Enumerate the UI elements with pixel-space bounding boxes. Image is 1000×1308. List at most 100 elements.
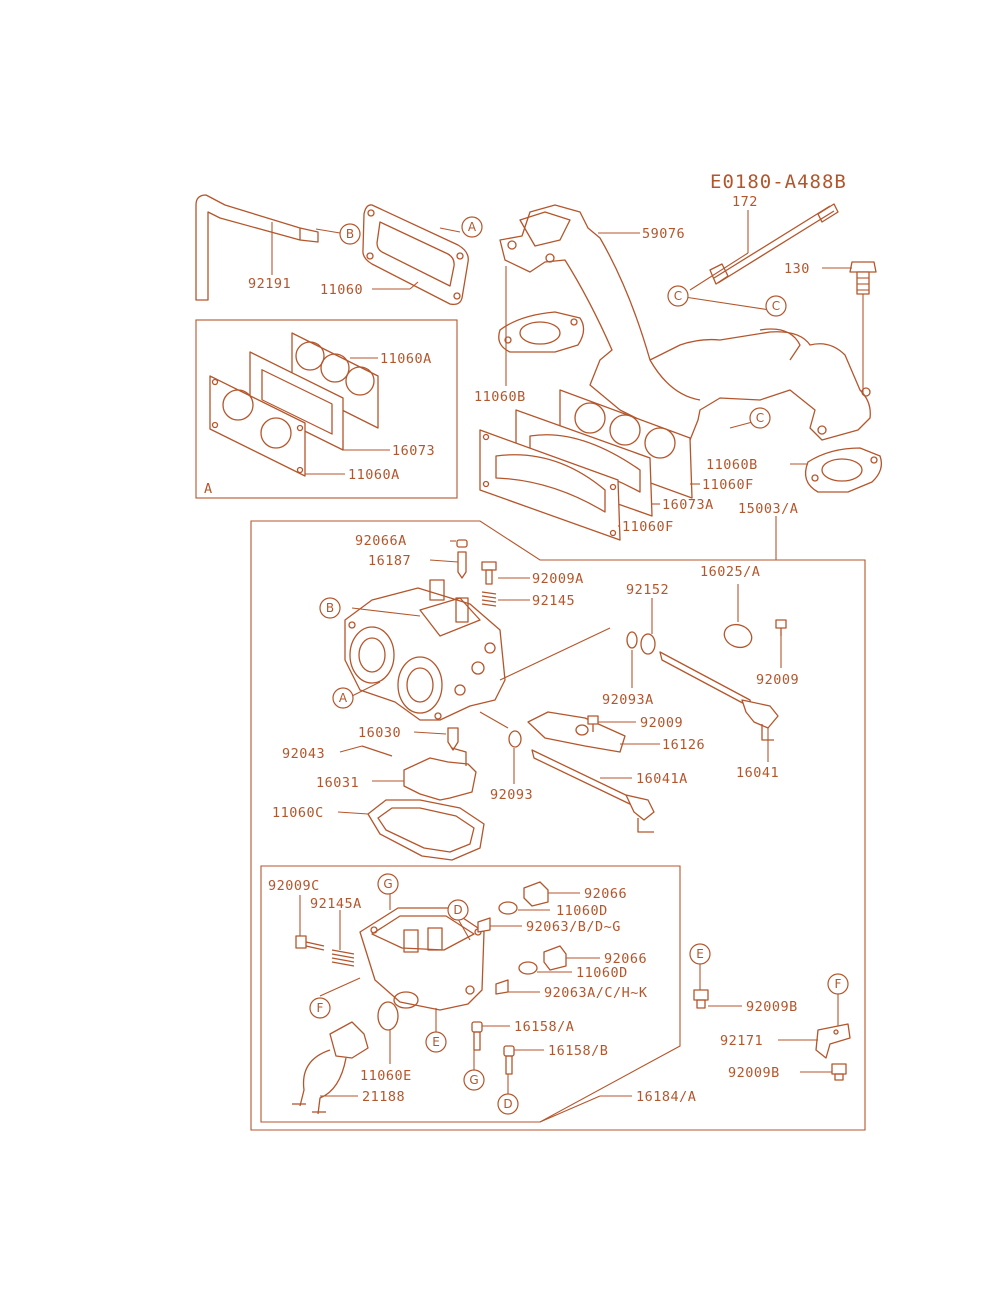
label-172: 172 <box>732 194 758 210</box>
svg-text:G: G <box>469 1073 478 1087</box>
label-92066a: 92066A <box>355 533 407 549</box>
callout-c-manifold-top: C <box>765 295 787 317</box>
gasket-11060b-right <box>804 447 883 493</box>
label-11060d-1: 11060D <box>556 903 608 919</box>
screw-92009-throttle <box>587 715 599 732</box>
detail-box-a-label: A <box>204 481 213 497</box>
gasket-11060b-left <box>498 311 585 353</box>
washer-92152 <box>640 633 656 655</box>
callout-f-right: F <box>827 973 849 995</box>
label-16073a: 16073A <box>662 497 714 513</box>
carburetor-assembly-box <box>250 520 866 1131</box>
label-92063: 92063/B/D~G <box>526 919 621 935</box>
callout-g-bowl: G <box>377 873 399 895</box>
svg-text:D: D <box>503 1097 512 1111</box>
svg-text:E: E <box>696 947 704 961</box>
screw-92009b-lower <box>831 1063 847 1081</box>
needle-valve-16030 <box>447 727 459 751</box>
choke-plate-16025 <box>723 623 753 649</box>
jet-16187 <box>456 539 468 579</box>
svg-text:C: C <box>674 289 682 303</box>
svg-text:D: D <box>453 903 462 917</box>
svg-text:C: C <box>756 411 764 425</box>
bolt-130 <box>849 261 877 295</box>
label-16073: 16073 <box>392 443 435 459</box>
label-92152: 92152 <box>626 582 669 598</box>
label-92145a: 92145A <box>310 896 362 912</box>
seal-92093a <box>626 631 638 649</box>
svg-text:E: E <box>432 1035 440 1049</box>
callout-b-top: B <box>339 223 361 245</box>
fuel-solenoid-21188 <box>292 1021 369 1115</box>
seal-92093 <box>508 730 522 748</box>
gasket-11060d-upper <box>498 901 518 915</box>
callout-c-stud: C <box>667 285 689 307</box>
svg-text:G: G <box>383 877 392 891</box>
label-130: 130 <box>784 261 810 277</box>
plug-92066-lower <box>543 945 567 971</box>
float-bowl <box>359 907 485 1011</box>
label-15003: 15003/A <box>738 501 798 517</box>
label-21188: 21188 <box>362 1089 405 1105</box>
label-11060b-2: 11060B <box>706 457 758 473</box>
plug-92066-upper <box>523 881 549 907</box>
part-labels: 92191 11060 59076 172 130 11060A 16073 1… <box>248 194 810 1105</box>
label-11060e: 11060E <box>360 1068 412 1084</box>
label-11060b-1: 11060B <box>474 389 526 405</box>
float-pin-92043 <box>361 745 393 757</box>
callout-a-carb: A <box>332 687 354 709</box>
jet-92063a-lower <box>495 979 509 995</box>
label-92093a: 92093A <box>602 692 654 708</box>
label-16184: 16184/A <box>636 1089 696 1105</box>
svg-text:A: A <box>468 220 477 234</box>
label-16158-1: 16158/A <box>514 1019 574 1035</box>
screw-92009b-upper <box>693 989 709 1009</box>
label-92009a: 92009A <box>532 571 584 587</box>
bracket-92171 <box>815 1023 851 1059</box>
label-92009b-1: 92009B <box>746 999 798 1015</box>
gasket-11060a-front <box>209 375 306 477</box>
label-11060: 11060 <box>320 282 363 298</box>
spring-92145 <box>481 591 497 607</box>
screw-92009c <box>295 935 325 951</box>
throttle-plate-16126 <box>527 711 626 753</box>
callout-f-bowl: F <box>309 997 331 1019</box>
svg-text:A: A <box>339 691 348 705</box>
jet-92063-upper <box>477 917 491 933</box>
svg-text:F: F <box>835 977 842 991</box>
label-16158-2: 16158/B <box>548 1043 608 1059</box>
label-16126: 16126 <box>662 737 705 753</box>
pin-16158a <box>471 1021 483 1051</box>
label-92093: 92093 <box>490 787 533 803</box>
svg-text:B: B <box>326 601 334 615</box>
float-16031 <box>403 747 477 801</box>
detail-box-a <box>195 319 458 499</box>
label-92009c: 92009C <box>268 878 320 894</box>
label-92009b-2: 92009B <box>728 1065 780 1081</box>
label-16187: 16187 <box>368 553 411 569</box>
spring-92145a <box>331 949 355 967</box>
gasket-11060f-rear <box>559 389 693 499</box>
label-92043: 92043 <box>282 746 325 762</box>
label-11060f-2: 11060F <box>622 519 674 535</box>
svg-text:C: C <box>772 299 780 313</box>
gasket-11060e <box>377 1001 399 1031</box>
pin-16158b <box>503 1045 515 1075</box>
callout-c-manifold-bottom: C <box>749 407 771 429</box>
callout-a-top: A <box>461 216 483 238</box>
label-11060c: 11060C <box>272 805 324 821</box>
throttle-shaft-16041a <box>531 749 655 833</box>
label-16041: 16041 <box>736 765 779 781</box>
label-16031: 16031 <box>316 775 359 791</box>
label-92009-1: 92009 <box>756 672 799 688</box>
gasket-11060f-front <box>479 429 621 541</box>
label-92066-2: 92066 <box>604 951 647 967</box>
callout-d-pin: D <box>497 1093 519 1115</box>
label-11060d-2: 11060D <box>576 965 628 981</box>
float-bowl-gasket-11060c <box>367 799 485 861</box>
label-92066-1: 92066 <box>584 886 627 902</box>
label-11060f-1: 11060F <box>702 477 754 493</box>
float-bowl-assembly-box <box>260 865 681 1123</box>
callout-b-carb: B <box>319 597 341 619</box>
